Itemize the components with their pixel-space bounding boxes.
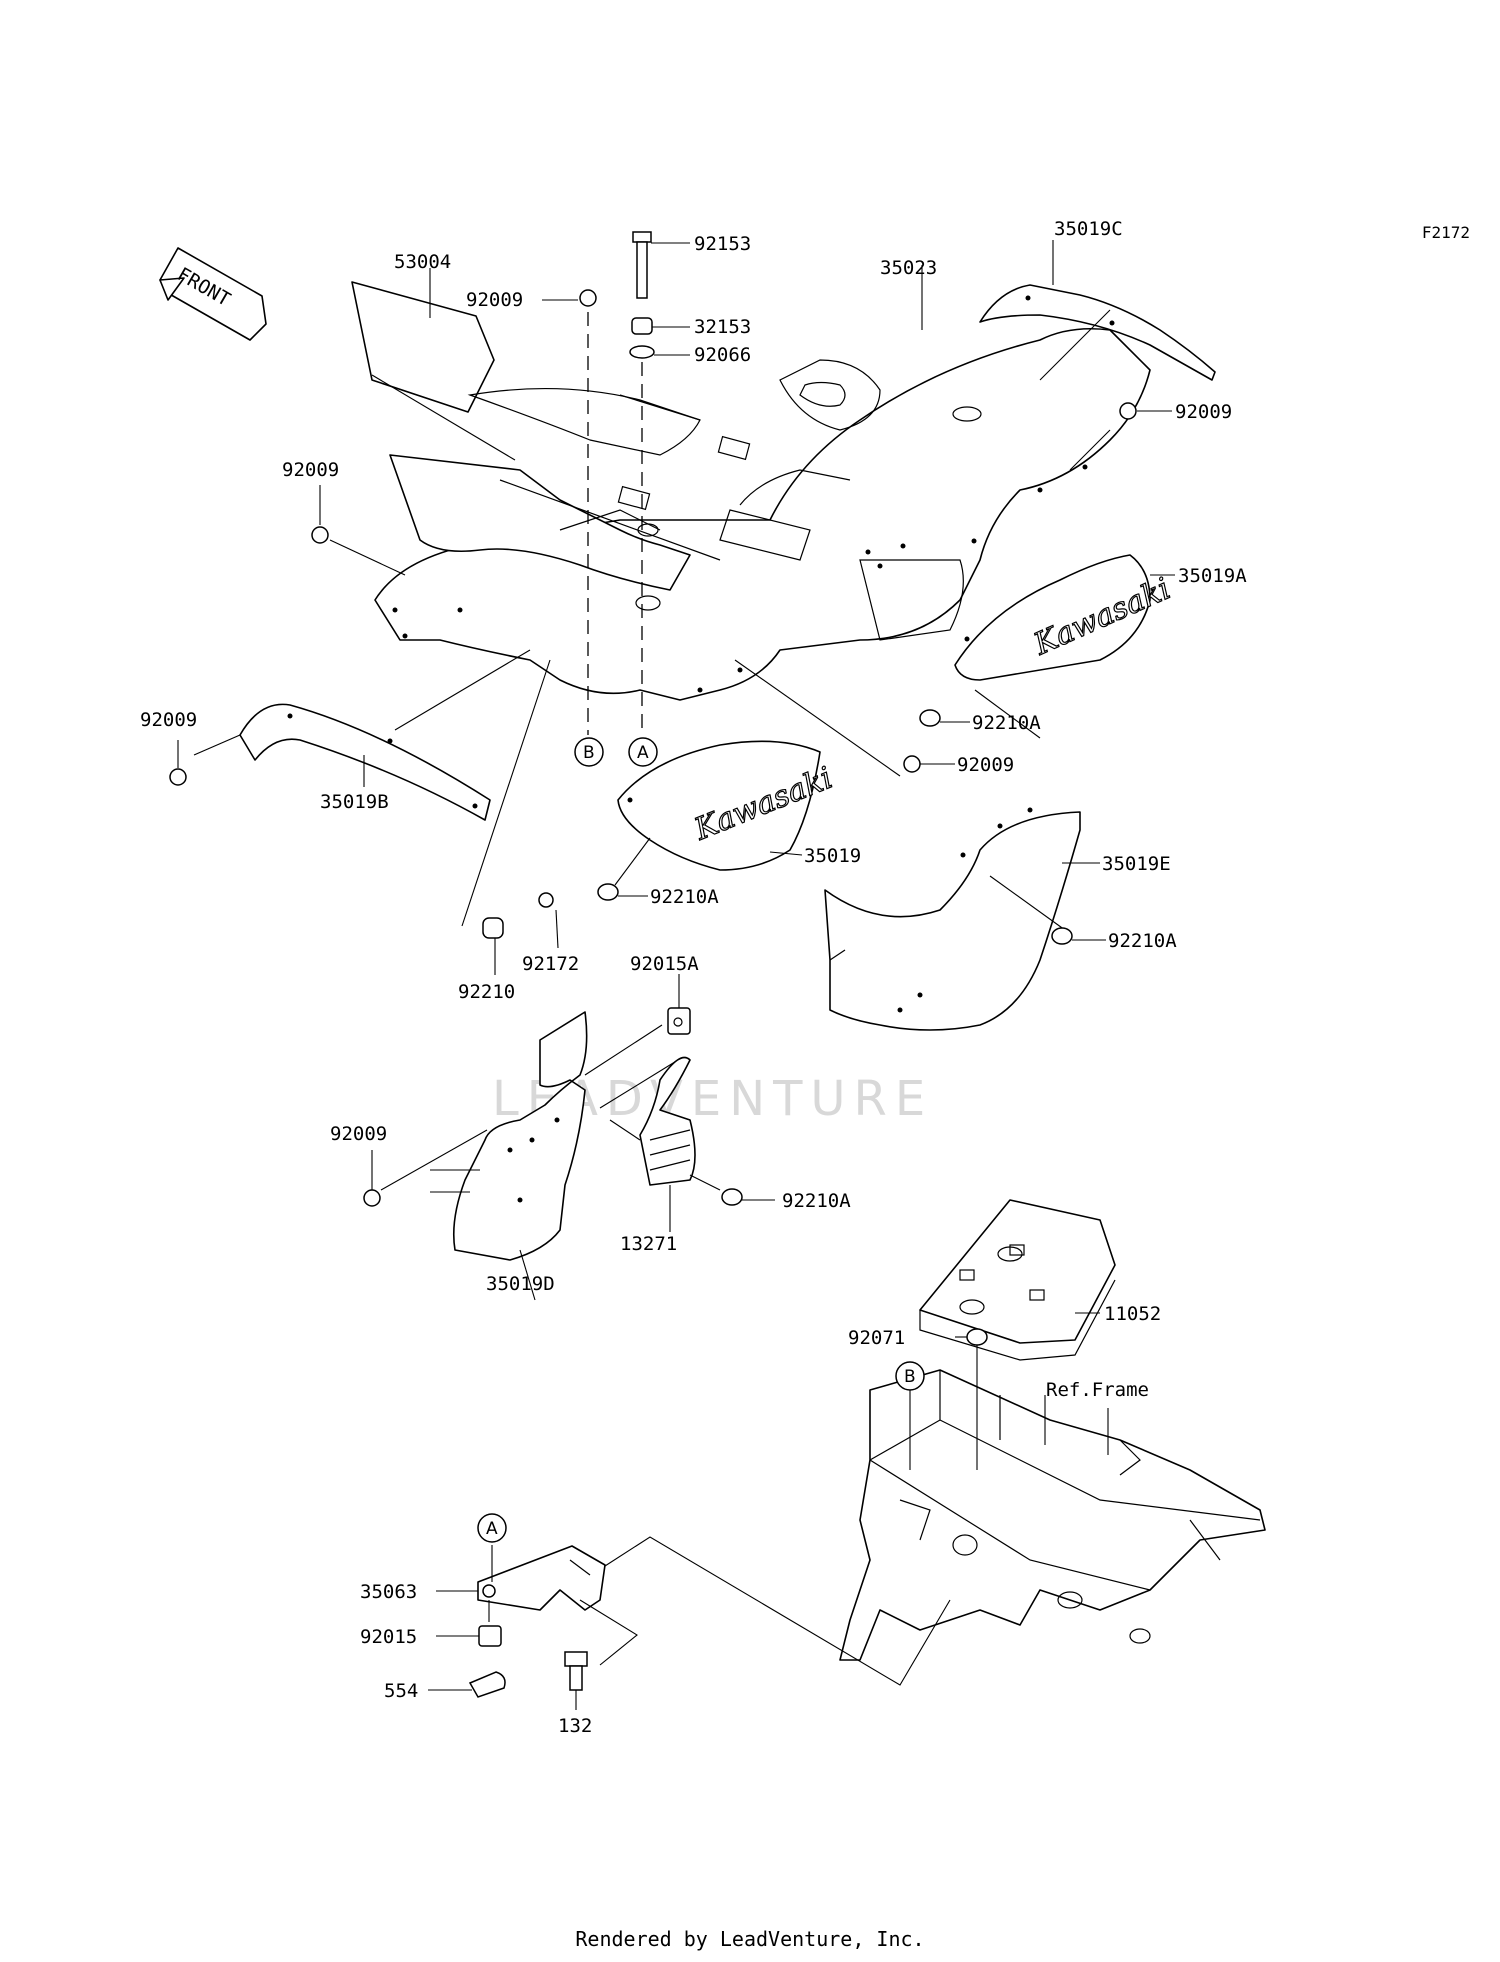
label-92071: 92071 (848, 1327, 905, 1349)
hardware-92009-mid (734, 659, 955, 777)
label-92015: 92015 (360, 1626, 417, 1648)
hardware-92153-bolt (632, 231, 690, 299)
label-92210A-d: 92210A (782, 1190, 851, 1212)
hardware-92210A-a (919, 709, 970, 727)
label-92015A: 92015A (630, 953, 699, 975)
label-92009-left: 92009 (282, 459, 339, 481)
hardware-92009-d (363, 1129, 488, 1207)
part-53004-decal (351, 268, 516, 461)
label-554: 554 (384, 1680, 418, 1702)
label-35063: 35063 (360, 1581, 417, 1603)
label-35019: 35019 (804, 845, 861, 867)
hardware-92066-washer (629, 345, 690, 359)
label-92009-d: 92009 (330, 1123, 387, 1145)
hardware-92009-left (311, 485, 406, 576)
label-35019E: 35019E (1102, 853, 1171, 875)
label-92066: 92066 (694, 344, 751, 366)
part-35019C-flap (979, 240, 1216, 381)
part-35019E-inner-panel (824, 807, 1100, 1031)
label-92210: 92210 (458, 981, 515, 1003)
callout-b-upper: B (574, 737, 604, 767)
hardware-92210A-d (721, 1188, 775, 1206)
figure-code: F2172 (1422, 223, 1470, 242)
hardware-92009-top (542, 289, 597, 307)
reference-frame (839, 1369, 1266, 1661)
svg-text:A: A (637, 743, 649, 763)
front-arrow-icon: FRONT (159, 247, 267, 341)
label-35023: 35023 (880, 257, 937, 279)
label-13271: 13271 (620, 1233, 677, 1255)
hardware-92210A-b (597, 883, 648, 901)
svg-text:B: B (904, 1367, 916, 1387)
part-35023-rear-fender (374, 265, 1151, 701)
label-35019D: 35019D (486, 1273, 555, 1295)
hardware-92071-grommet (955, 1328, 988, 1470)
part-35063-bracket (436, 1536, 951, 1686)
label-92210A-b: 92210A (650, 886, 719, 908)
label-92153: 92153 (694, 233, 751, 255)
part-35019B-flap (193, 649, 531, 821)
label-92009-mid: 92009 (957, 754, 1014, 776)
label-92009-right: 92009 (1175, 401, 1232, 423)
label-92172: 92172 (522, 953, 579, 975)
label-32153: 32153 (694, 316, 751, 338)
label-53004: 53004 (394, 251, 451, 273)
label-11052: 11052 (1104, 1303, 1161, 1325)
hardware-132-bolt (564, 1651, 588, 1710)
label-35019C: 35019C (1054, 218, 1123, 240)
part-35019A-side-panel: Kawasaki (954, 554, 1176, 739)
hardware-92172-screw (538, 892, 559, 949)
label-92210A-a: 92210A (972, 712, 1041, 734)
callout-a-upper: A (628, 737, 658, 767)
hardware-92210A-c (1051, 927, 1106, 945)
label-92210A-c: 92210A (1108, 930, 1177, 952)
callout-a-lower: A (477, 1513, 507, 1543)
hardware-32153-collar (631, 317, 690, 335)
label-ref-frame: Ref.Frame (1046, 1379, 1149, 1401)
part-13271-guard-plate (609, 1056, 721, 1232)
hardware-92009-right (1069, 402, 1172, 471)
hardware-554-clip (428, 1671, 506, 1698)
label-92009-lower: 92009 (140, 709, 197, 731)
svg-text:A: A (486, 1519, 498, 1539)
label-35019B: 35019B (320, 791, 389, 813)
hardware-92210-rivet (461, 659, 551, 975)
label-92009-top: 92009 (466, 289, 523, 311)
hardware-92015-nut (436, 1625, 502, 1647)
footer-credit: Rendered by LeadVenture, Inc. (575, 1927, 924, 1951)
hardware-92015A-nut (667, 974, 691, 1035)
svg-text:B: B (583, 743, 595, 763)
part-11052-tray (919, 1199, 1116, 1361)
label-35019A: 35019A (1178, 565, 1247, 587)
callout-b-lower: B (895, 1361, 925, 1470)
part-35019D-mud-guard (430, 1011, 679, 1301)
hardware-92009-lower-left (169, 740, 187, 786)
label-132: 132 (558, 1715, 592, 1737)
